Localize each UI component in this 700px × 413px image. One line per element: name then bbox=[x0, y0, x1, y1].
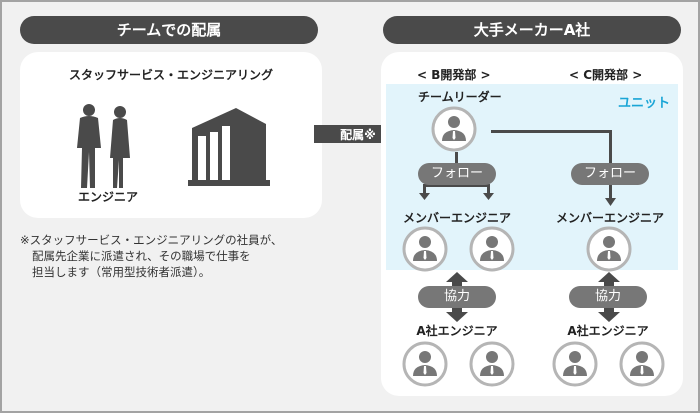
engineers-silhouette-icon bbox=[77, 104, 130, 188]
building-icon bbox=[188, 108, 270, 186]
a-engineer-avatar-icon bbox=[619, 341, 665, 387]
company-name: スタッフサービス・エンジニアリング bbox=[68, 68, 273, 82]
b-branch-line bbox=[423, 184, 489, 187]
b-arrow-right-icon bbox=[483, 184, 494, 200]
a-engineer-avatar-icon bbox=[402, 341, 448, 387]
follow-pill-b: フォロー bbox=[418, 163, 496, 185]
member-avatar-icon bbox=[469, 226, 515, 272]
a-engineer-label-b: A社エンジニア bbox=[416, 324, 498, 338]
a-engineer-avatar-icon bbox=[552, 341, 598, 387]
leader-to-c-line bbox=[491, 130, 611, 133]
left-header: チームでの配属 bbox=[20, 16, 318, 44]
member-engineer-label-c: メンバーエンジニア bbox=[555, 211, 664, 225]
team-leader-label: チームリーダー bbox=[418, 90, 502, 104]
footnote-line: 配属先企業に派遣され、その職場で仕事を bbox=[32, 249, 251, 263]
team-leader-avatar-icon bbox=[431, 106, 477, 152]
member-avatar-icon bbox=[586, 226, 632, 272]
footnote: ※スタッフサービス・エンジニアリングの社員が、 配属先企業に派遣され、その職場で… bbox=[20, 232, 282, 280]
staff-service-panel: スタッフサービス・エンジニアリング エンジニア bbox=[20, 52, 322, 218]
b-arrow-left-icon bbox=[419, 184, 430, 200]
footnote-line: ※スタッフサービス・エンジニアリングの社員が、 bbox=[20, 233, 283, 247]
cooperation-pill-b: 協力 bbox=[418, 286, 496, 308]
footnote-line: 担当します（常用型技術者派遣）。 bbox=[32, 265, 211, 279]
right-header: 大手メーカーA社 bbox=[383, 16, 681, 44]
member-engineer-label-b: メンバーエンジニア bbox=[402, 211, 511, 225]
cooperation-pill-c: 協力 bbox=[569, 286, 647, 308]
arrow-label: 配属※ bbox=[340, 128, 376, 142]
c-arrow-down-icon bbox=[605, 178, 616, 206]
a-engineer-label-c: A社エンジニア bbox=[567, 324, 649, 338]
engineer-label: エンジニア bbox=[77, 190, 138, 204]
dept-c-label: < C開発部 > bbox=[569, 68, 643, 82]
follow-pill-c: フォロー bbox=[571, 163, 649, 185]
dept-b-label: < B開発部 > bbox=[417, 68, 491, 82]
unit-label: ユニット bbox=[618, 96, 671, 111]
a-engineer-avatar-icon bbox=[469, 341, 515, 387]
member-avatar-icon bbox=[402, 226, 448, 272]
c-vertical-line bbox=[609, 130, 612, 180]
